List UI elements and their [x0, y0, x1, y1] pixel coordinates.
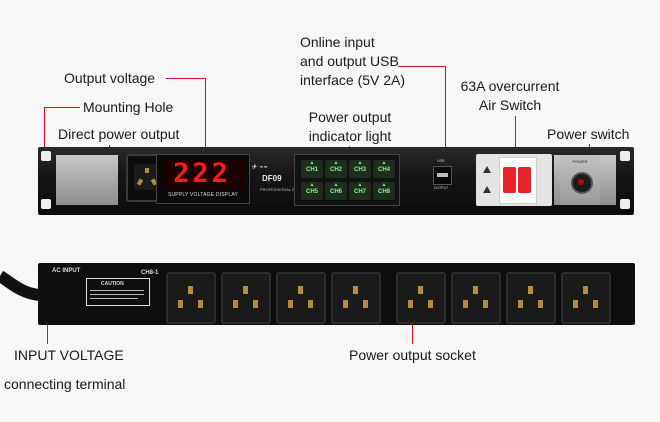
- voltage-display: 222 SUPPLY VOLTAGE DISPLAY: [156, 154, 250, 204]
- channel-indicator-panel: ▲CH1 ▲CH2 ▲CH3 ▲CH4 ▲CH5 ▲CH6 ▲CH7 ▲CH8: [294, 154, 400, 206]
- usb-port[interactable]: [433, 166, 452, 185]
- model-label: DF09: [262, 174, 282, 183]
- rear-panel: AC INPUT CH8-1 CAUTION: [38, 263, 635, 325]
- channel-indicator: ▲CH7: [349, 182, 371, 200]
- usb-callout-line3: interface (5V 2A): [300, 72, 406, 88]
- breaker-lever[interactable]: [518, 167, 531, 193]
- mounting-hole-label: Mounting Hole: [83, 99, 174, 115]
- channel-indicator: ▲CH6: [325, 182, 347, 200]
- power-switch-label: Power switch: [547, 126, 630, 142]
- output-socket[interactable]: [166, 272, 216, 324]
- output-socket[interactable]: [221, 272, 271, 324]
- breaker-lever[interactable]: [503, 167, 516, 193]
- output-socket[interactable]: [506, 272, 556, 324]
- mounting-hole: [41, 151, 51, 161]
- channel-indicator: ▲CH1: [301, 160, 323, 178]
- channel-indicator: ▲CH2: [325, 160, 347, 178]
- power-output-socket-label: Power output socket: [349, 347, 476, 363]
- output-socket[interactable]: [451, 272, 501, 324]
- channel-indicator: ▲CH5: [301, 182, 323, 200]
- indicator-callout-line2: indicator light: [308, 128, 392, 144]
- output-voltage-label: Output voltage: [64, 70, 156, 86]
- power-led-icon: [578, 179, 584, 185]
- caution-label: CAUTION: [86, 278, 150, 306]
- usb-output-caption: OUTPUT: [433, 186, 449, 190]
- output-socket[interactable]: [396, 272, 446, 324]
- power-switch[interactable]: [571, 172, 593, 194]
- direct-power-output-label: Direct power output: [58, 126, 180, 142]
- overcurrent-callout-line1: 63A overcurrent: [460, 78, 560, 94]
- ac-input-label: AC INPUT: [52, 268, 81, 274]
- indicator-callout-line1: Power output: [308, 109, 392, 125]
- mounting-hole: [41, 199, 51, 209]
- power-switch-panel: POWER: [560, 155, 600, 205]
- equipment-label: PROFESSIONAL EQUIPMENT: [260, 187, 316, 192]
- channel-indicator: ▲CH4: [373, 160, 395, 178]
- warning-icon: [483, 166, 491, 173]
- input-voltage-label: INPUT VOLTAGE: [14, 347, 124, 363]
- brand-logo: ✈ ⌁⌁: [251, 164, 268, 171]
- usb-callout-line1: Online input: [300, 34, 375, 50]
- mounting-hole: [620, 199, 630, 209]
- power-caption: POWER: [572, 159, 588, 164]
- rear-model-label: CH8-1: [141, 270, 159, 276]
- usb-caption: USB: [437, 159, 445, 163]
- warning-icon: [483, 186, 491, 193]
- overcurrent-callout-line2: Air Switch: [478, 97, 542, 113]
- voltage-readout: 222: [161, 159, 243, 189]
- mounting-hole: [620, 151, 630, 161]
- output-socket[interactable]: [331, 272, 381, 324]
- channel-indicator: ▲CH8: [373, 182, 395, 200]
- output-socket[interactable]: [276, 272, 326, 324]
- connecting-terminal-label: connecting terminal: [4, 376, 126, 392]
- air-switch[interactable]: [499, 157, 537, 204]
- display-caption: SUPPLY VOLTAGE DISPLAY: [167, 192, 239, 198]
- output-socket[interactable]: [561, 272, 611, 324]
- air-switch-housing: [476, 154, 552, 206]
- usb-callout-line2: and output USB: [300, 53, 399, 69]
- front-panel: 222 SUPPLY VOLTAGE DISPLAY ✈ ⌁⌁ DF09 PRO…: [38, 147, 634, 215]
- channel-indicator: ▲CH3: [349, 160, 371, 178]
- front-trim-left: [56, 155, 118, 205]
